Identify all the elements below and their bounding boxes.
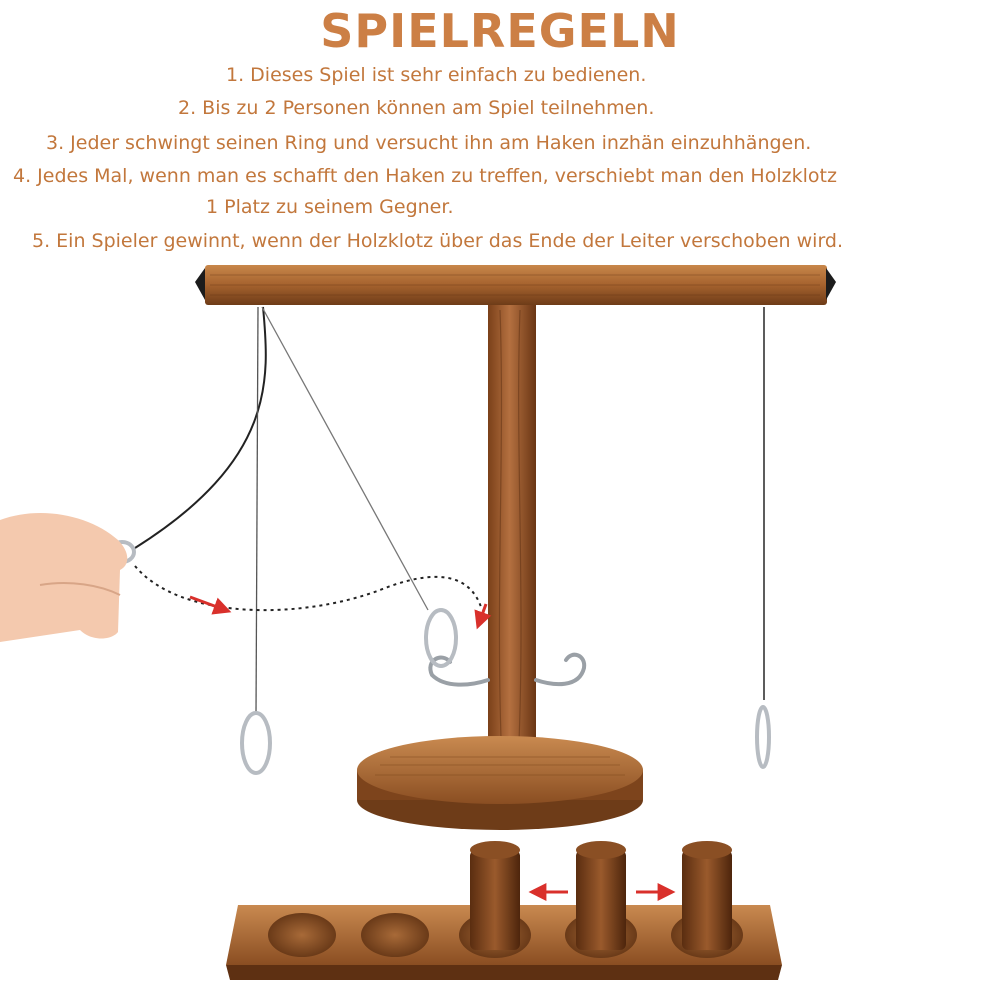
hand xyxy=(0,512,128,642)
rule-2: 2. Bis zu 2 Personen können am Spiel tei… xyxy=(178,97,655,119)
strings xyxy=(134,306,765,716)
rule-4-continued: 1 Platz zu seinem Gegner. xyxy=(206,196,454,218)
rule-4: 4. Jedes Mal, wenn man es schafft den Ha… xyxy=(13,165,837,187)
round-base xyxy=(357,736,643,830)
rule-5: 5. Ein Spieler gewinnt, wenn der Holzklo… xyxy=(32,230,844,252)
vertical-post xyxy=(488,305,536,770)
rule-1: 1. Dieses Spiel ist sehr einfach zu bedi… xyxy=(226,64,647,86)
game-illustration xyxy=(0,265,836,980)
swing-path xyxy=(134,565,492,630)
hooks xyxy=(428,652,587,687)
pegs xyxy=(470,841,732,950)
page-title: SPIELREGELN xyxy=(320,4,680,58)
rule-3: 3. Jeder schwingt seinen Ring und versuc… xyxy=(46,132,812,154)
top-beam xyxy=(195,265,836,305)
